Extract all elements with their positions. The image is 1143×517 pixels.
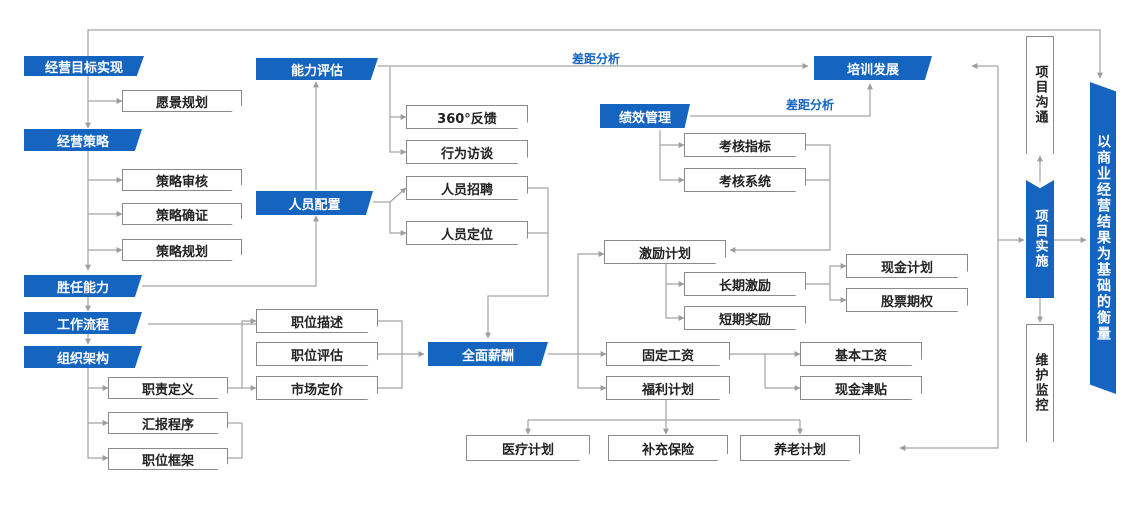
maintenance-monitoring-node: 维护监控 xyxy=(1026,324,1054,442)
business-outcome-measure-node: 以商业经营结果为基础的衡量 xyxy=(1090,82,1116,394)
business-goal-node: 经营目标实现 xyxy=(24,56,144,76)
strategy-review-node: 策略审核 xyxy=(122,169,242,191)
gap-analysis-label: 差距分析 xyxy=(572,52,621,66)
competency-node: 胜任能力 xyxy=(24,275,142,297)
duty-definition-node: 职责定义 xyxy=(108,377,228,399)
short-term-reward-node: 短期奖励 xyxy=(684,306,806,330)
ability-assessment-node: 能力评估 xyxy=(256,58,378,80)
strategy-planning-node: 策略规划 xyxy=(122,239,242,261)
assessment-system-node: 考核系统 xyxy=(684,168,806,192)
supplementary-insurance-node: 补充保险 xyxy=(608,435,728,461)
market-pricing-node: 市场定价 xyxy=(256,376,378,400)
job-evaluation-node: 职位评估 xyxy=(256,342,378,366)
business-strategy-node: 经营策略 xyxy=(24,129,142,151)
total-compensation-node: 全面薪酬 xyxy=(428,342,548,366)
gap-analysis-perf-label: 差距分析 xyxy=(786,98,835,112)
reporting-procedure-node: 汇报程序 xyxy=(108,412,228,434)
feedback-360-node: 360°反馈 xyxy=(406,105,528,129)
workflow-node: 工作流程 xyxy=(24,312,142,334)
cash-allowance-node: 现金津贴 xyxy=(800,376,922,400)
job-framework-node: 职位框架 xyxy=(108,448,228,470)
fixed-salary-node: 固定工资 xyxy=(606,342,730,366)
assessment-indicators-node: 考核指标 xyxy=(684,133,806,157)
base-salary-node: 基本工资 xyxy=(800,342,922,366)
vision-planning-node: 愿景规划 xyxy=(122,90,242,112)
performance-management-node: 绩效管理 xyxy=(600,104,690,128)
welfare-plan-node: 福利计划 xyxy=(606,376,730,400)
project-communication-node: 项目沟通 xyxy=(1026,36,1054,154)
stock-option-node: 股票期权 xyxy=(846,288,968,312)
behavior-interview-node: 行为访谈 xyxy=(406,140,528,164)
positioning-node: 人员定位 xyxy=(406,221,528,245)
training-development-node: 培训发展 xyxy=(814,56,932,80)
cash-plan-node: 现金计划 xyxy=(846,254,968,278)
medical-plan-node: 医疗计划 xyxy=(466,435,590,461)
staffing-node: 人员配置 xyxy=(256,191,373,215)
pension-plan-node: 养老计划 xyxy=(740,435,860,461)
job-description-node: 职位描述 xyxy=(256,309,378,333)
long-term-incentive-node: 长期激励 xyxy=(684,272,806,296)
recruitment-node: 人员招聘 xyxy=(406,176,528,200)
strategy-confirm-node: 策略确证 xyxy=(122,203,242,225)
org-structure-node: 组织架构 xyxy=(24,346,142,368)
project-implementation-node: 项目实施 xyxy=(1026,180,1054,298)
incentive-plan-node: 激励计划 xyxy=(604,240,726,264)
